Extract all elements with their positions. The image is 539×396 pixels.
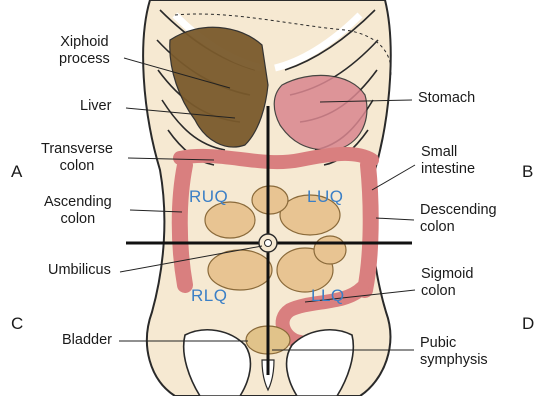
descending-colon-shape [365,165,371,290]
label-bladder: Bladder [62,332,112,349]
label-descending-colon: Descending colon [420,202,497,236]
transverse-colon-shape [180,154,372,162]
label-xiphoid-process: Xiphoid process [59,34,110,68]
label-umbilicus: Umbilicus [48,262,111,279]
ascending-colon-shape [180,165,185,285]
corner-a: A [11,162,22,182]
quadrant-ruq: RUQ [189,187,228,207]
corner-d: D [522,314,534,334]
corner-b: B [522,162,533,182]
quadrant-luq: LUQ [307,187,343,207]
label-sigmoid-colon: Sigmoid colon [421,266,473,300]
umbilicus-marker [259,234,277,252]
label-ascending-colon: Ascending colon [44,194,112,228]
label-small-intestine: Small intestine [421,144,475,178]
label-transverse-colon: Transverse colon [41,141,113,175]
label-pubic-symphysis: Pubic symphysis [420,335,488,369]
label-stomach: Stomach [418,90,475,107]
quadrant-rlq: RLQ [191,286,227,306]
label-liver: Liver [80,98,111,115]
quadrant-llq: LLQ [311,286,345,306]
corner-c: C [11,314,23,334]
